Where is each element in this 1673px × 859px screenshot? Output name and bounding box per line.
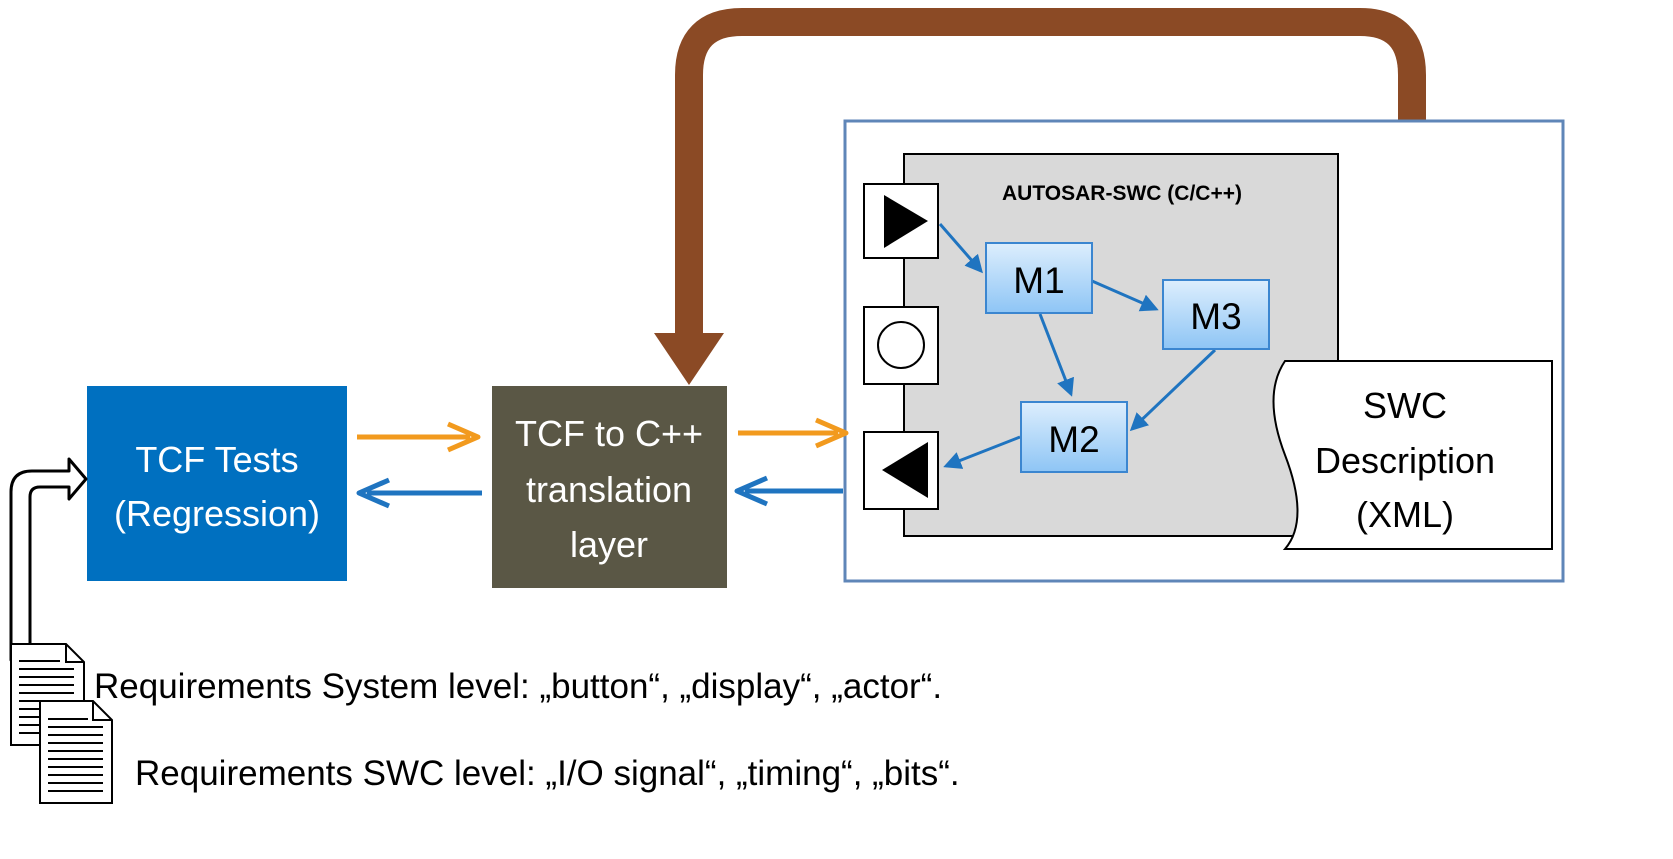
blue-arrow-2	[734, 475, 843, 507]
circle-icon	[877, 321, 925, 369]
orange-arrow-2	[738, 417, 849, 449]
reverse-play-icon	[882, 442, 928, 498]
orange-arrow-1	[357, 421, 481, 453]
feedback-arrow	[675, 8, 1426, 370]
swc-description-line2: Description	[1315, 440, 1495, 481]
module-m3-label: M3	[1190, 296, 1241, 337]
translation-line2: translation	[526, 469, 692, 510]
swc-description-line3: (XML)	[1356, 494, 1454, 535]
swc-description-line1: SWC	[1363, 385, 1447, 426]
module-m3: M3	[1162, 279, 1270, 350]
module-m2-label: M2	[1048, 419, 1099, 460]
autosar-swc-box	[903, 153, 1339, 537]
swc-description-shape	[1272, 360, 1553, 550]
requirements-bent-arrow	[9, 457, 88, 662]
module-m2: M2	[1020, 401, 1128, 473]
tcf-tests-line1: TCF Tests	[135, 439, 298, 480]
tcf-tests-box	[87, 386, 347, 581]
swc-requirements-text: Requirements SWC level: „I/O signal“, „t…	[135, 754, 960, 793]
translation-line1: TCF to C++	[515, 413, 703, 454]
module-m1: M1	[985, 242, 1093, 314]
system-requirements-text: Requirements System level: „button“, „di…	[94, 667, 942, 706]
client-port	[863, 306, 939, 385]
input-port	[863, 183, 939, 259]
output-port	[863, 431, 939, 510]
swc-requirements-document-icon	[39, 700, 113, 804]
module-m1-label: M1	[1013, 260, 1064, 301]
translation-layer-box	[492, 386, 727, 588]
tcf-tests-line2: (Regression)	[114, 493, 320, 534]
autosar-swc-title: AUTOSAR-SWC (C/C++)	[1002, 182, 1242, 205]
translation-line3: layer	[570, 524, 648, 565]
play-icon	[884, 195, 928, 248]
feedback-arrow-head	[654, 333, 724, 385]
blue-arrow-1	[356, 477, 482, 509]
